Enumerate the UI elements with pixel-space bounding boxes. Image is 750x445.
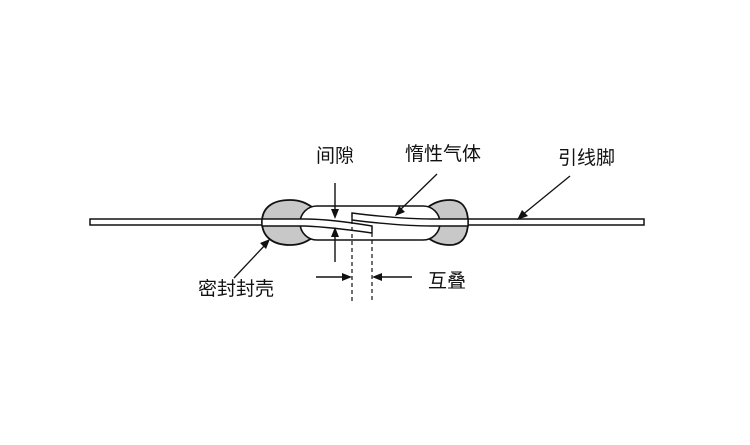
lead-pin-label: 引线脚 [558, 147, 616, 169]
sealed-shell-leader-head [260, 239, 270, 249]
overlap-arrowhead-right [372, 273, 382, 281]
lead-pin-leader [520, 175, 571, 217]
gap-label: 间隙 [316, 145, 355, 167]
overlap-label: 互叠 [428, 270, 467, 292]
right-lead-pin [459, 218, 645, 226]
sealed-shell-leader [233, 243, 267, 279]
inert-gas-leader [397, 173, 438, 213]
inert-gas-label: 惰性气体 [405, 143, 482, 165]
overlap-arrowhead-left [342, 273, 352, 281]
left-lead-pin [89, 218, 271, 226]
sealed-shell-label: 密封封壳 [198, 278, 275, 300]
gap-arrowhead-bottom [331, 227, 339, 237]
inert-gas-leader-head [395, 206, 405, 216]
lead-pin-leader-head [517, 210, 528, 220]
gap-arrowhead-top [331, 209, 339, 219]
